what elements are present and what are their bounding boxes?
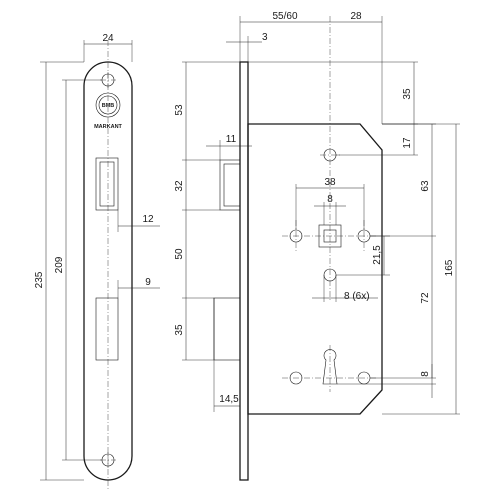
dim-faceplate-width: 24 [102, 33, 114, 44]
dim-plate-thickness: 3 [262, 32, 268, 43]
dim-hole-diameter: 8 (6x) [344, 291, 370, 302]
logo-tagline-text: MARKANT [94, 124, 122, 130]
faceplate-bolt-slot [95, 297, 119, 361]
faceplate-dimensions: 24 235 209 12 9 [34, 33, 160, 481]
dim-key-hole-offset: 8 [420, 371, 431, 377]
lock-body-view [213, 16, 383, 481]
lock-body-dimensions: 55/60 28 3 53 32 50 35 11 14,5 38 [174, 11, 460, 415]
latch-bolt [219, 159, 241, 211]
faceplate-view: BMB MARKANT [83, 40, 133, 490]
keyhole [322, 349, 338, 385]
dim-spindle-to-key-holes: 72 [420, 292, 431, 304]
lock-front-plate [239, 61, 249, 481]
dim-top-to-first-hole: 35 [402, 88, 413, 100]
dim-spindle-to-hole: 21,5 [372, 245, 383, 265]
dim-bolt-offset: 9 [145, 277, 151, 288]
dim-hole-spacing: 38 [324, 177, 336, 188]
dim-latch-height: 32 [174, 180, 185, 192]
dim-latch-offset: 12 [142, 214, 154, 225]
dim-screw-spacing: 209 [54, 256, 65, 273]
dim-bolt-height: 35 [174, 324, 185, 336]
dim-spindle-to-top-holes: 63 [420, 180, 431, 192]
dim-latch-depth: 11 [226, 134, 237, 145]
dim-total-height: 165 [444, 259, 455, 276]
dim-hole-to-edge: 28 [350, 11, 362, 22]
dim-backset: 55/60 [272, 11, 297, 22]
lock-case-outline [247, 123, 383, 415]
dim-latch-to-bolt: 50 [174, 248, 185, 260]
dim-first-hole-to-spindle: 17 [402, 137, 413, 149]
dim-faceplate-length: 235 [34, 271, 45, 288]
dim-top-to-latch: 53 [174, 104, 185, 116]
dim-bolt-depth: 14,5 [219, 394, 239, 405]
brand-logo: BMB MARKANT [94, 92, 123, 130]
faceplate-latch-slot [95, 157, 119, 211]
dim-spindle-square: 8 [327, 194, 333, 205]
dead-bolt [213, 297, 241, 361]
